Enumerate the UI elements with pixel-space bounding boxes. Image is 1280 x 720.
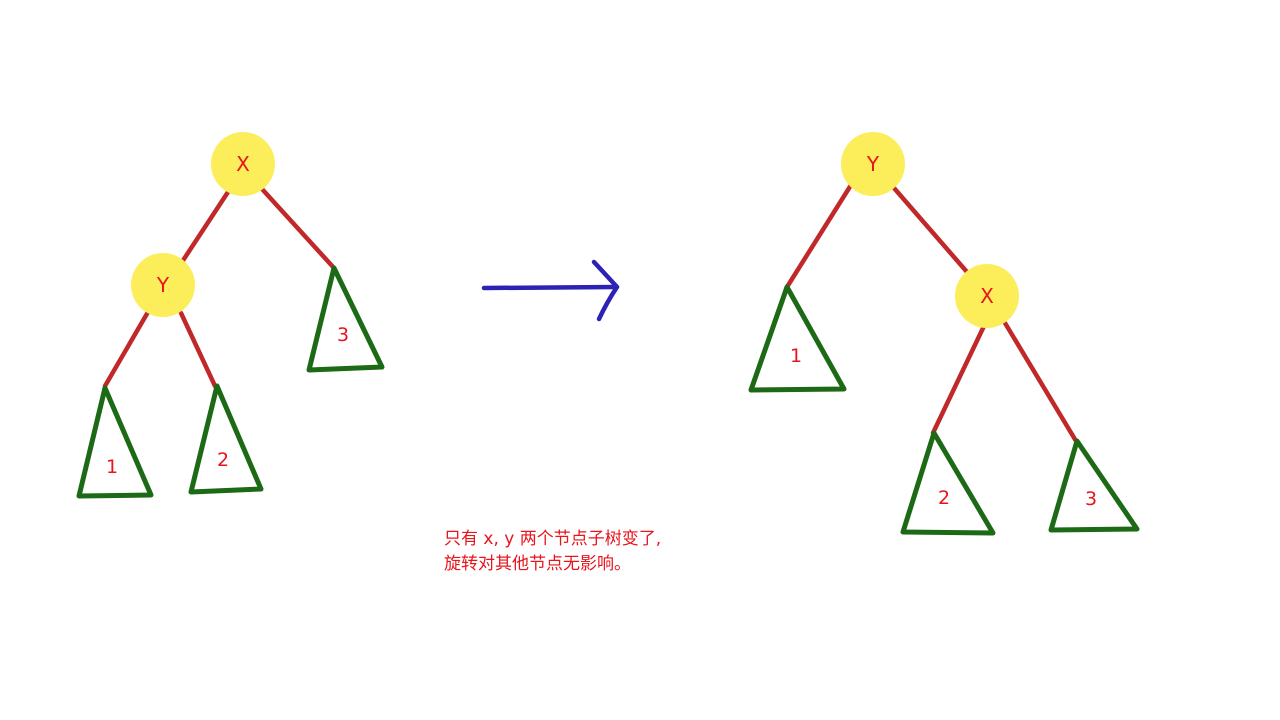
node-y [131,253,195,317]
right-tree-edges [784,182,1079,444]
node-y [841,132,905,196]
edge-y-to-subtree-2 [178,310,218,389]
subtree-1-label: 1 [106,456,118,478]
edge-y-to-subtree-1 [102,309,151,389]
caption-line-2: 旋转对其他节点无影响。 [444,554,631,574]
node-x [955,264,1019,328]
caption: 只有 x, y 两个节点子树变了, 旋转对其他节点无影响。 [444,527,764,577]
right-tree: Y X 1 2 3 [748,132,1140,536]
node-x [211,132,275,196]
subtree-3-triangle [306,265,385,373]
subtree-1-triangle [748,284,847,393]
subtree-2-triangle [900,430,996,536]
node-x-label: X [236,152,250,176]
subtree-1-label: 1 [790,345,802,367]
edge-y-to-subtree-1 [784,182,854,290]
right-tree-subtrees [748,284,1140,536]
left-tree-edges [102,186,337,389]
edge-x-to-y [179,189,231,265]
subtree-2-triangle [188,383,264,495]
node-y-label: Y [156,273,170,297]
left-tree: X Y 1 2 3 [76,132,385,499]
subtree-2-label: 2 [938,487,950,509]
subtree-3-label: 3 [1085,488,1097,510]
edge-x-to-subtree-3 [1002,320,1079,444]
arrow-shaft [481,284,619,291]
caption-line-1: 只有 x, y 两个节点子树变了, [444,529,662,549]
subtree-2-label: 2 [217,449,229,471]
node-y-label: Y [866,152,880,176]
node-x-label: X [980,284,994,308]
edge-y-to-x [891,185,970,275]
rotation-arrow [481,259,620,322]
left-tree-subtrees [76,265,385,499]
arrow-head [591,259,620,322]
subtree-3-label: 3 [337,324,349,346]
subtree-3-triangle [1048,438,1140,533]
subtree-1-triangle [76,385,154,499]
edge-x-to-subtree-2 [930,323,987,436]
edge-x-to-subtree-3 [259,186,337,271]
